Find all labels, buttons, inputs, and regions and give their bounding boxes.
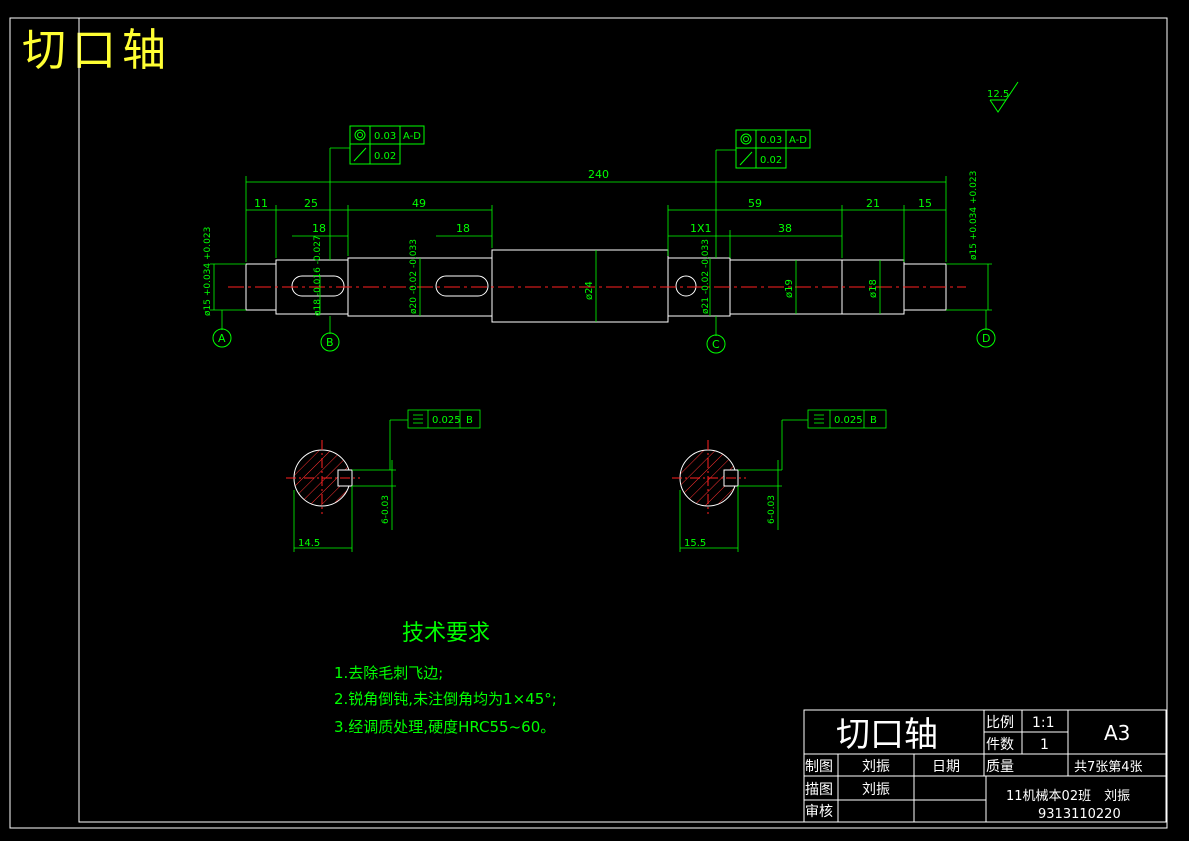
- roughness-value: 12.5: [987, 89, 1009, 100]
- section-right-value: 0.025: [834, 415, 863, 426]
- tol-left-runout: 0.02: [374, 151, 396, 162]
- section-left-width: 14.5: [298, 538, 320, 549]
- datum-d: D: [982, 332, 990, 345]
- section-view-right: 0.025 B 15.5 6-0.03: [672, 409, 887, 552]
- inner-border: [78, 17, 1168, 823]
- dim-49: 49: [412, 197, 426, 210]
- dim-total: 240: [588, 168, 609, 181]
- dim-21: 21: [866, 197, 880, 210]
- section-view-left: 0.025 B 14.5 6-0.03: [286, 409, 481, 552]
- dim-15: 15: [918, 197, 932, 210]
- dia-24: ø24: [584, 281, 595, 300]
- datum-b: B: [326, 336, 334, 349]
- dim-59: 59: [748, 197, 762, 210]
- dimension-texts: 240 11 25 49 59 21 15 18 18 1X1 38 ø24 ø…: [203, 168, 979, 316]
- tb-sheet: 共7张第4张: [1074, 760, 1143, 775]
- dia-20: ø20 -0.02 -0.033: [409, 239, 419, 314]
- tb-qty-label: 件数: [986, 737, 1014, 753]
- tb-scale-label: 比例: [986, 715, 1014, 731]
- datum-letters: A B C D: [218, 332, 990, 351]
- outer-border: [9, 17, 1168, 829]
- section-left-ref: B: [466, 415, 473, 426]
- section-left-key: 6-0.03: [381, 495, 391, 524]
- dim-25: 25: [304, 197, 318, 210]
- drawing-banner-title: 切口轴: [22, 25, 172, 76]
- tb-trace-label: 描图: [805, 782, 833, 798]
- section-right-ref: B: [870, 415, 877, 426]
- tb-qty-value: 1: [1040, 737, 1049, 753]
- tolerance-frame-right: 0.03 A-D 0.02: [735, 129, 811, 169]
- tb-mass-label: 质量: [986, 759, 1014, 775]
- dim-18b: 18: [456, 222, 470, 235]
- dia-right-end: ø15 +0.034 +0.023: [969, 171, 979, 260]
- section-left-value: 0.025: [432, 415, 461, 426]
- tb-format: A3: [1104, 721, 1130, 745]
- tb-trace-name: 刘振: [862, 782, 890, 798]
- tech-item-2: 2.锐角倒钝,未注倒角均为1×45°;: [334, 690, 557, 708]
- tech-heading: 技术要求: [402, 621, 490, 646]
- tol-right-runout: 0.02: [760, 155, 782, 166]
- dia-b: ø18 -0.016 -0.027: [313, 235, 323, 316]
- tb-part-name: 切口轴: [836, 715, 938, 755]
- tb-date-label: 日期: [932, 759, 960, 775]
- roughness-symbol: 12.5: [987, 81, 1019, 113]
- dim-18a: 18: [312, 222, 326, 235]
- dim-38: 38: [778, 222, 792, 235]
- title-block: 切口轴 比例 1:1 件数 1 A3 制图 刘振 日期 质量 共7张第4张 描图…: [803, 709, 1167, 823]
- tol-left-circ: 0.03: [374, 131, 396, 142]
- tech-item-1: 1.去除毛刺飞边;: [334, 664, 443, 682]
- section-right-width: 15.5: [684, 538, 706, 549]
- tol-right-circ: 0.03: [760, 135, 782, 146]
- tol-left-ref: A-D: [403, 131, 421, 142]
- dia-c: ø21 -0.02 -0.033: [701, 239, 711, 314]
- datum-c: C: [712, 338, 720, 351]
- section-right-key: 6-0.03: [767, 495, 777, 524]
- dim-1x1: 1X1: [690, 222, 712, 235]
- datum-bubbles: [212, 328, 996, 354]
- dia-19: ø19: [784, 279, 795, 298]
- tb-code: 9313110220: [1038, 807, 1121, 822]
- tol-right-ref: A-D: [789, 135, 807, 146]
- dimension-lines: [210, 147, 992, 336]
- dia-18r: ø18: [868, 279, 879, 298]
- tb-check-label: 审核: [805, 804, 833, 820]
- tb-scale-value: 1:1: [1032, 715, 1055, 731]
- tb-draw-name: 刘振: [862, 759, 890, 775]
- tb-org: 11机械本02班 刘振: [1006, 789, 1130, 804]
- tolerance-frame-left: 0.03 A-D 0.02: [349, 125, 425, 165]
- dim-11: 11: [254, 197, 268, 210]
- technical-requirements: 技术要求 1.去除毛刺飞边; 2.锐角倒钝,未注倒角均为1×45°; 3.经调质…: [334, 621, 557, 736]
- datum-a: A: [218, 332, 226, 345]
- tb-draw-label: 制图: [805, 759, 833, 775]
- dia-left-end: ø15 +0.034 +0.023: [203, 227, 213, 316]
- tech-item-3: 3.经调质处理,硬度HRC55~60。: [334, 718, 555, 736]
